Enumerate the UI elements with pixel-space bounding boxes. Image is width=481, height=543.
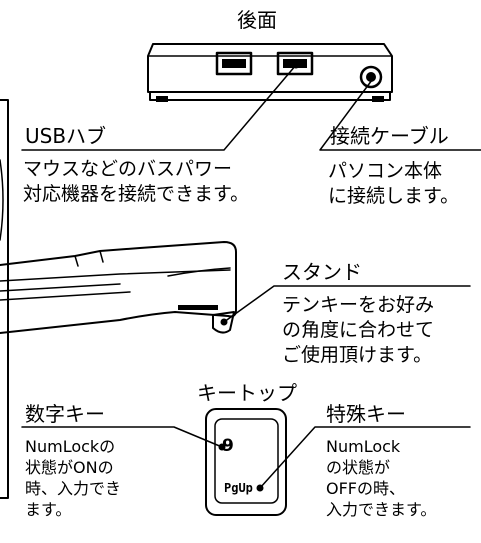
cable-leader-line: [319, 79, 481, 151]
keycap: [205, 408, 287, 516]
numeric-key-title: 数字キー: [25, 402, 105, 426]
stand-leader-line: [223, 285, 471, 323]
rear-view-title: 後面: [237, 8, 277, 32]
key-bottom-legend: PgUp: [224, 481, 253, 495]
special-key-title: 特殊キー: [326, 402, 406, 426]
usb-hub-title: USBハブ: [25, 124, 107, 148]
keytop-title: キートップ: [197, 381, 297, 405]
special-key-description: NumLock の状態が OFFの時、 入力できます。: [326, 437, 437, 519]
special-key-leader-line: [259, 426, 471, 489]
numeric-key-leader-line: [21, 426, 223, 448]
stand-leg: [178, 305, 235, 334]
stand-title: スタンド: [282, 260, 362, 284]
left-border-curve: [0, 159, 4, 241]
device-rear-view: [147, 43, 393, 102]
stand-description: テンキーをお好み の角度に合わせて ご使用頂けます。: [282, 294, 435, 366]
usb-hub-description: マウスなどのバスパワー 対応機器を接続できます。: [23, 158, 250, 205]
numeric-key-description: NumLockの 状態がONの 時、入力でき ます。: [25, 437, 122, 519]
device-side-view: [0, 241, 237, 334]
cable-description: パソコン本体 に接続します。: [328, 160, 460, 207]
usb-hub-leader-line: [21, 64, 297, 151]
cable-title: 接続ケーブル: [330, 124, 449, 148]
key-top-legend: 9: [222, 436, 234, 456]
cable-port: [359, 65, 383, 89]
usb-port-left: [215, 51, 253, 76]
